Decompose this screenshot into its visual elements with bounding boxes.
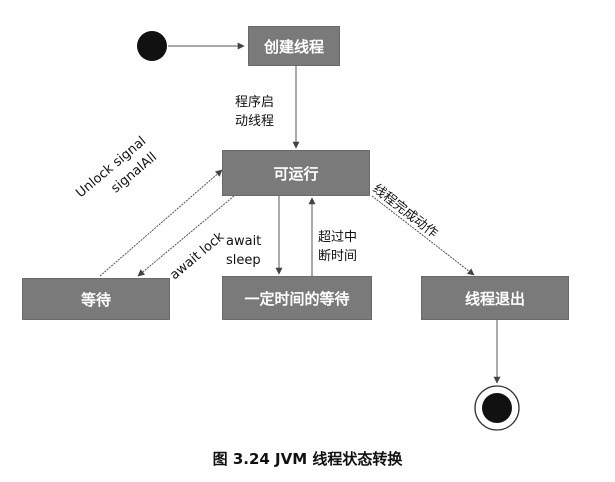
state-waiting: 等待 (22, 278, 170, 320)
label-timeout: 超过中 断时间 (318, 230, 358, 264)
figure-caption: 图 3.24 JVM 线程状态转换 (212, 450, 403, 468)
state-create-thread: 创建线程 (248, 26, 340, 66)
final-node (482, 393, 512, 423)
state-runnable: 可运行 (222, 150, 370, 196)
arrow-runnable-to-terminated (371, 195, 475, 276)
label-start-thread: 程序启 动线程 (235, 95, 275, 129)
state-timed-waiting: 一定时间的等待 (222, 276, 372, 320)
initial-node (137, 31, 167, 61)
label-await-sleep: await sleep (226, 234, 262, 268)
state-terminated: 线程退出 (421, 276, 569, 320)
